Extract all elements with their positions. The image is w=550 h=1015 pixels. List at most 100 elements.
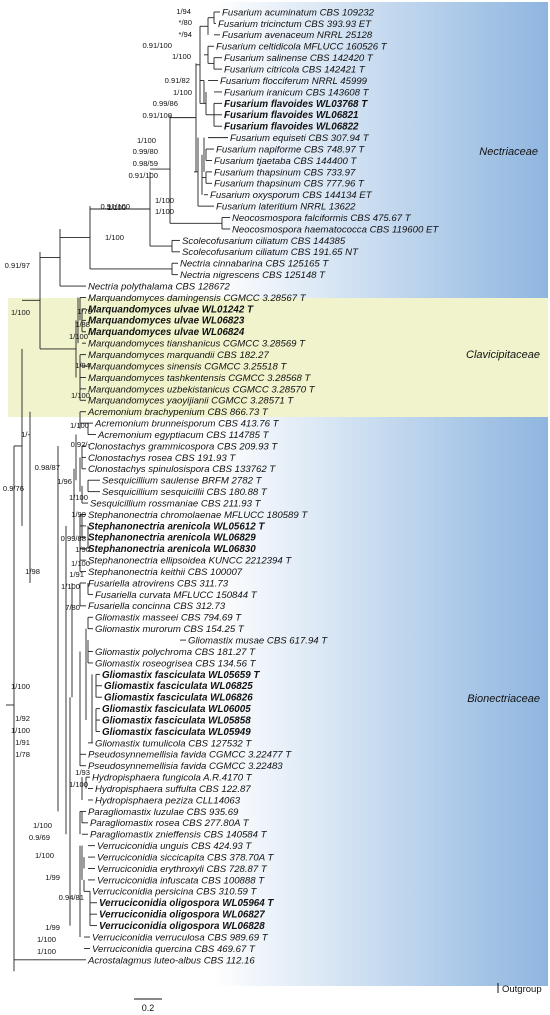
taxon-label: Fusarium lateritium NRRL 13622	[216, 202, 356, 213]
taxon-label: Fusarium thapsinum CBS 733.97	[214, 167, 356, 178]
taxon-label: Marquandomyces tashkentensis CGMCC 3.285…	[88, 373, 311, 384]
taxon-label: Marquandomyces yaoyijianii CGMCC 3.28571…	[88, 396, 294, 407]
support-value: 1/99	[71, 510, 86, 519]
taxon-label: Gliomastix fasciculata WL06825	[104, 681, 253, 692]
taxon-label: Verruciconidia oligospora WL06828	[99, 921, 265, 932]
taxon-label: Gliomastix tumulicola CBS 127532 T	[95, 738, 252, 749]
taxon-label: Verruciconidia oligospora WL06827	[99, 910, 265, 921]
support-value: 1/100	[35, 851, 54, 860]
support-value: 1/100	[61, 582, 80, 591]
outgroup-label: Outgroup	[502, 984, 542, 995]
taxon-label: Verruciconidia persicina CBS 310.59 T	[92, 887, 258, 898]
taxon-label: Stephanonectria arenicola WL06830	[88, 544, 256, 555]
family-band-clav	[8, 298, 548, 417]
support-value: 1/99	[45, 873, 60, 882]
taxon-label: Pseudosynnemellisia favida CGMCC 3.22483	[88, 761, 283, 772]
taxon-label: Verruciconidia erythroxyli CBS 728.87 T	[97, 864, 268, 875]
taxon-label: Stephanonectria chromolaenae MFLUCC 1805…	[88, 510, 308, 521]
taxon-label: Stephanonectria arenicola WL06829	[88, 533, 256, 544]
support-value: 1/88	[75, 320, 90, 329]
family-label-nect: Nectriaceae	[479, 146, 538, 158]
support-value: 0.98/87	[35, 463, 60, 472]
taxon-label: Acremonium brunneisporum CBS 413.76 T	[94, 419, 280, 430]
support-value: 1/100	[71, 559, 90, 568]
support-value: 1/100	[11, 726, 30, 735]
support-value: 0.9/69	[29, 833, 50, 842]
support-value: 1/100	[173, 88, 192, 97]
taxon-label: Gliomastix fasciculata WL06005	[102, 704, 251, 715]
support-value: 1/100	[172, 52, 191, 61]
taxon-label: Fusarium thapsinum CBS 777.96 T	[214, 179, 365, 190]
taxon-label: Acremonium egyptiacum CBS 114785 T	[97, 430, 270, 441]
taxon-label: Fusarium tricinctum CBS 393.93 ET	[218, 19, 372, 30]
taxon-label: Gliomastix fasciculata WL05949	[102, 727, 251, 738]
taxon-label: Fusariella atrovirens CBS 311.73	[88, 578, 229, 589]
taxon-label: Verruciconidia verruculosa CBS 989.69 T	[92, 932, 269, 943]
support-value: 1/78	[15, 750, 30, 759]
support-value: */80	[178, 18, 192, 27]
taxon-label: Fusariella curvata MFLUCC 150844 T	[95, 590, 258, 601]
taxon-label: Fusariella concinna CBS 312.73	[88, 601, 226, 612]
support-value: 0.92/-	[71, 440, 91, 449]
support-value: 1/-	[21, 430, 30, 439]
taxon-label: Paragliomastix znieffensis CBS 140584 T	[90, 830, 268, 841]
taxon-label: Acrostalagmus luteo-albus CBS 112.16	[87, 955, 255, 966]
taxon-label: Marquandomyces tianshanicus CGMCC 3.2856…	[88, 339, 306, 350]
taxon-label: Fusarium flavoides WL06822	[224, 122, 359, 133]
taxon-label: Marquandomyces uzbekistanicus CGMCC 3.28…	[88, 384, 316, 395]
taxon-label: Clonostachys rosea CBS 191.93 T	[88, 453, 236, 464]
scale-label: 0.2	[142, 1003, 155, 1013]
support-value: 1/96	[57, 477, 72, 486]
taxon-label: Marquandomyces ulvae WL01242 T	[88, 304, 254, 315]
taxon-label: Gliomastix fasciculata WL05659 T	[102, 670, 260, 681]
support-value: 1/100	[70, 421, 89, 430]
support-value: 0.99/80	[133, 147, 158, 156]
taxon-label: Fusarium oxysporum CBS 144134 ET	[210, 190, 373, 201]
taxon-label: Verruciconidia infuscata CBS 100888 T	[97, 875, 265, 886]
taxon-label: Gliomastix polychroma CBS 181.27 T	[95, 647, 256, 658]
taxon-label: Fusarium napiforme CBS 748.97 T	[216, 144, 365, 155]
taxon-label: Marquandomyces damingensis CGMCC 3.28567…	[88, 293, 307, 304]
taxon-label: Scolecofusarium ciliatum CBS 191.65 NT	[182, 247, 359, 258]
taxon-label: Marquandomyces ulvae WL06824	[88, 327, 245, 338]
taxon-label: Sesquicillium saulense BRFM 2782 T	[102, 476, 263, 487]
taxon-label: Verruciconidia unguis CBS 424.93 T	[97, 841, 252, 852]
taxon-label: Acremonium brachypenium CBS 866.73 T	[87, 407, 269, 418]
taxon-label: Gliomastix masseei CBS 794.69 T	[95, 613, 242, 624]
support-value: 1/100	[155, 196, 174, 205]
support-value: 1/91	[15, 738, 30, 747]
taxon-label: Clonostachys grammicospora CBS 209.93 T	[88, 441, 278, 452]
support-value: 7/80	[65, 603, 80, 612]
taxon-label: Marquandomyces marquandii CBS 182.27	[88, 350, 269, 361]
support-value: 1/100	[71, 391, 90, 400]
support-value: 1/100	[69, 493, 88, 502]
support-value: 1/100	[137, 136, 156, 145]
family-band-bion	[8, 417, 548, 986]
support-value: 0.91/100	[100, 202, 130, 211]
support-value: 0.91/97	[5, 261, 30, 270]
support-value: */94	[178, 30, 192, 39]
taxon-label: Fusarium flocciferum NRRL 45999	[220, 76, 368, 87]
taxon-label: Gliomastix roseogrisea CBS 134.56 T	[95, 658, 257, 669]
taxon-label: Gliomastix murorum CBS 154.25 T	[95, 624, 245, 635]
support-value: 1/100	[37, 947, 56, 956]
taxon-label: Nectria nigrescens CBS 125148 T	[180, 270, 326, 281]
taxon-label: Verruciconidia siccicapita CBS 378.70A T	[97, 852, 274, 863]
family-label-bion: Bionectriaceae	[467, 693, 540, 705]
taxon-label: Hydropisphaera suffulta CBS 122.87	[95, 784, 251, 795]
support-value: 1/100	[105, 233, 124, 242]
taxon-label: Fusarium flavoides WL06821	[224, 110, 358, 121]
taxon-label: Fusarium salinense CBS 142420 T	[224, 53, 374, 64]
taxon-label: Neocosmospora falciformis CBS 475.67 T	[232, 213, 412, 224]
taxon-label: Stephanonectria keithii CBS 100007	[88, 567, 243, 578]
support-value: 1/100	[107, 203, 126, 212]
taxon-label: Pseudosynnemellisia favida CGMCC 3.22477…	[88, 750, 292, 761]
taxon-label: Fusarium iranicum CBS 143608 T	[224, 87, 370, 98]
support-value: 0.98/59	[133, 159, 158, 168]
support-value: 1/79	[77, 307, 92, 316]
taxon-label: Neocosmospora haematococca CBS 119600 ET	[232, 224, 439, 235]
support-value: 1/100	[37, 935, 56, 944]
taxon-label: Fusarium celtidicola MFLUCC 160526 T	[216, 42, 388, 53]
support-value: 1/100	[11, 308, 30, 317]
